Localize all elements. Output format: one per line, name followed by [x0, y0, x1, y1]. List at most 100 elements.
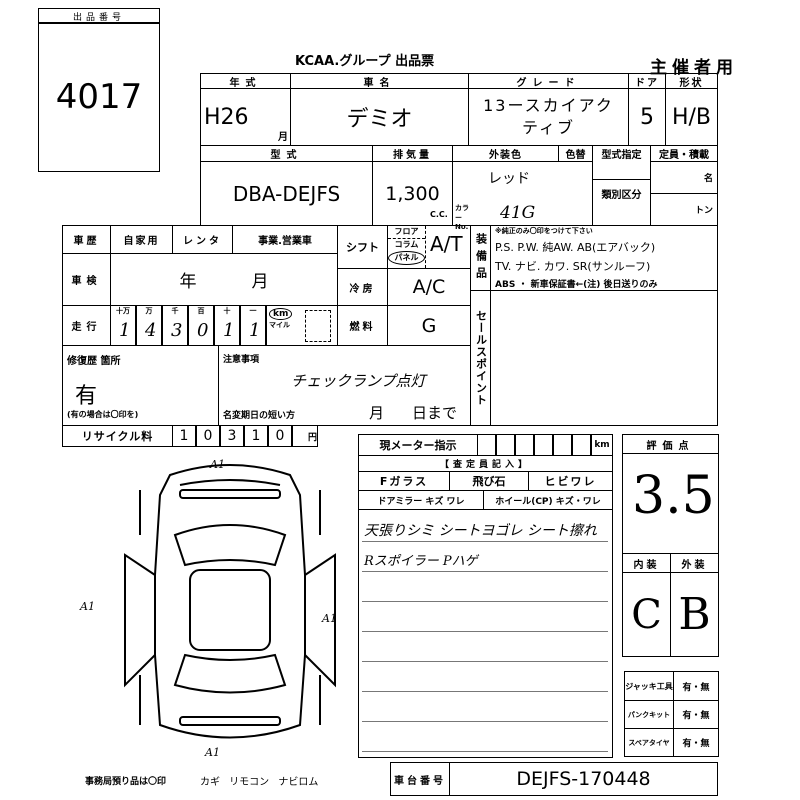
recycle-digit: 1	[244, 425, 268, 447]
office-note: 事務局預り品は〇印	[85, 777, 167, 787]
repair-note: (有の場合は〇印を)	[67, 410, 139, 419]
recycle-digit: 3	[220, 425, 244, 447]
year-value: H26	[204, 104, 249, 130]
equipment-cell: ※純正のみ〇印をつけて下さい P.S. P.W. 純AW. AB(エアバック) …	[490, 225, 718, 291]
unit-label: 一	[249, 307, 257, 315]
sales-point-label: セールスポイント	[470, 290, 491, 426]
recycle-digit: 0	[268, 425, 292, 447]
chassis-number: DEJFS-170448	[449, 762, 718, 796]
history-private: 自家用	[110, 225, 173, 254]
capacity-header: 定員・積載	[650, 145, 718, 162]
office-items: カギ リモコン ナビロム	[200, 777, 319, 788]
glass-label: Fガラス	[358, 471, 450, 491]
interior-header: 内装	[622, 553, 671, 573]
repair-cell: 修復歴 箇所 有 (有の場合は〇印を)	[62, 345, 219, 426]
meter-unit: km	[591, 434, 613, 456]
recolor-header: 色替	[558, 145, 593, 162]
equipment-line2: TV. ナビ. カワ. SR(サンルーフ)	[495, 260, 651, 273]
brand-logo: KCAA	[295, 54, 335, 69]
lot-number: 4017	[38, 22, 160, 172]
inspector-lines	[362, 512, 608, 752]
color-no-label: カラーNo.	[455, 204, 469, 231]
digit: 0	[197, 320, 209, 341]
recycle-digits: 1 0 3 1 0 円	[172, 425, 318, 447]
aircon-label: 冷房	[337, 268, 388, 306]
history-commercial: 事業.営業車	[232, 225, 338, 254]
notes-value: チェックランプ点灯	[291, 372, 426, 390]
tool-value-spare: 有・無	[673, 728, 719, 757]
shift-floor: フロア	[394, 227, 419, 236]
fuel-value: G	[387, 305, 471, 346]
meter-digit	[534, 434, 553, 456]
cc-unit: C.C.	[430, 210, 448, 219]
mile-option: マイル	[269, 321, 290, 329]
model-value: DBA-DEJFS	[200, 161, 373, 226]
unit-label: 千	[171, 307, 179, 315]
km-option: km	[269, 308, 293, 320]
color-header: 外装色	[452, 145, 559, 162]
chassis-label: 車台番号	[390, 762, 450, 796]
digit: 4	[145, 320, 157, 341]
inspection-month: 月	[251, 272, 269, 292]
digit: 1	[249, 320, 261, 341]
color-no-value: 41G	[500, 203, 536, 223]
shift-panel: パネル	[388, 251, 425, 265]
meter-digits: km	[477, 434, 613, 456]
type-spec-header: 型式指定	[592, 145, 651, 180]
sales-point-area	[490, 290, 718, 426]
meter-digit	[515, 434, 534, 456]
damage-mark: A1	[210, 458, 225, 471]
year-header: 年式	[200, 73, 291, 89]
color-value: レッド	[488, 171, 530, 187]
doors-value: 5	[628, 88, 666, 146]
month-unit: 月	[278, 132, 288, 143]
body-header: 形状	[665, 73, 718, 89]
damage-mark: A1	[322, 612, 337, 625]
equipment-note: ※純正のみ〇印をつけて下さい	[495, 227, 593, 235]
notes-cell: 注意事項 チェックランプ点灯 名変期日の短い方 月 日まで	[218, 345, 471, 426]
equipment-line1: P.S. P.W. 純AW. AB(エアバック)	[495, 241, 656, 254]
inspector-note-1: 天張りシミ シートヨゴレ シート擦れ	[364, 523, 597, 539]
recycle-digit: 0	[196, 425, 220, 447]
repair-value: 有	[75, 384, 98, 409]
doors-header: ドア	[628, 73, 666, 89]
displacement-header: 排気量	[372, 145, 453, 162]
damage-mark: A1	[80, 600, 95, 613]
inspector-note-2: Rスポイラー Pハゲ	[364, 554, 478, 569]
fuel-label: 燃料	[337, 305, 388, 346]
exterior-score: B	[670, 572, 719, 657]
persons-unit: 名	[650, 161, 718, 194]
shift-column: コラム	[388, 238, 425, 251]
damage-mark: A1	[205, 746, 220, 759]
inspection-label: 車検	[62, 253, 111, 306]
score-header: 評価点	[622, 434, 719, 454]
name-header: 車名	[290, 73, 469, 89]
meter-digit	[477, 434, 496, 456]
meter-digit	[496, 434, 515, 456]
history-label: 車歴	[62, 225, 111, 254]
tool-label-spare: スペアタイヤ	[624, 728, 674, 757]
notes-label: 注意事項	[223, 355, 260, 365]
unit-label: 十万	[116, 307, 130, 315]
digit: 3	[171, 320, 183, 341]
class-header: 類別区分	[592, 179, 651, 226]
equipment-line3: ABS ・ 新車保証書←(注) 後日送りのみ	[495, 280, 658, 290]
interior-score: C	[622, 572, 671, 657]
tool-label-jack: ジャッキ工具	[624, 671, 674, 701]
meter-digit	[553, 434, 572, 456]
inspection-cell: 年月	[110, 253, 338, 306]
title-text: .グループ 出品票	[334, 54, 435, 69]
deadline-month: 月	[369, 404, 385, 422]
aircon-value: A/C	[387, 268, 471, 306]
model-header: 型式	[200, 145, 373, 162]
lot-header: 出品番号	[38, 8, 160, 24]
mileage-label: 走行	[62, 305, 111, 346]
meter-digit	[572, 434, 591, 456]
unit-label: 十	[223, 307, 231, 315]
grade-value: 13ースカイアクティブ	[468, 88, 629, 146]
body-value: H/B	[665, 88, 718, 146]
history-rental: レンタ	[172, 225, 233, 254]
shift-label: シフト	[337, 225, 388, 269]
recycle-digit: 1	[172, 425, 196, 447]
